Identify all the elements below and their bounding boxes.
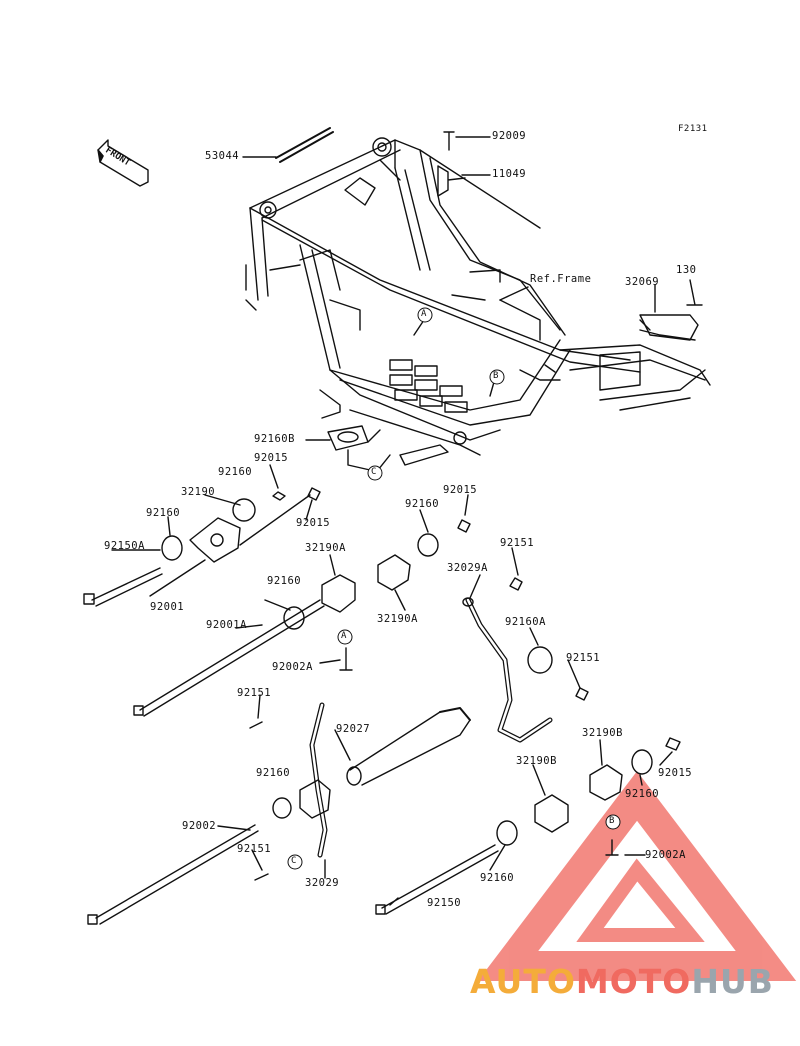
part-label: 32190 [181,486,216,498]
part-label: 92160 [267,575,302,587]
part-label: 92015 [254,452,289,464]
part-label: 92027 [336,723,371,735]
part-label: 92150A [104,540,145,552]
callout-b-icon [605,814,621,830]
part-label: 92160 [405,498,440,510]
part-label: 92160 [146,507,181,519]
part-label: 32029 [305,877,340,889]
part-label: 92160 [480,872,515,884]
frame-drawing [245,137,711,466]
callout-c-icon [367,465,383,481]
part-label: 92160 [625,788,660,800]
callout-a-icon [337,629,353,645]
part-label: 92001 [150,601,185,613]
ref-frame-label: Ref.Frame [530,273,592,285]
figure-code: F2131 [678,124,708,134]
part-label: 92151 [566,652,601,664]
part-label: 92001A [206,619,247,631]
front-arrow-icon [97,139,149,187]
part-label: 92009 [492,130,527,142]
part-label: 92015 [296,517,331,529]
part-label: 53044 [205,150,240,162]
part-label: 32190B [516,755,557,767]
part-label: 92160A [505,616,546,628]
callout-label: C [371,467,377,477]
part-label: 92151 [500,537,535,549]
part-label: 92002 [182,820,217,832]
bolt-92001 [149,559,206,597]
callout-label: B [493,371,499,381]
watermark-part: MOTO [575,962,692,1001]
callout-label: C [291,856,297,866]
part-label: 92160 [218,466,253,478]
part-label: 32190B [582,727,623,739]
part-label: 92015 [658,767,693,779]
part-label: 32190A [305,542,346,554]
part-label: 11049 [492,168,527,180]
part-label: 92160 [256,767,291,779]
part-label: 92151 [237,687,272,699]
part-label: 92150 [427,897,462,909]
part-label: 32190A [377,613,418,625]
part-label: 32069 [625,276,660,288]
part-label: 92002A [272,661,313,673]
watermark-part: HUB [691,962,774,1001]
watermark-logo-icon [477,771,797,981]
part-label: 32029A [447,562,488,574]
callout-label: A [341,631,347,641]
callout-a-icon [417,307,433,323]
callout-c-icon [287,854,303,870]
part-label: 130 [676,264,697,276]
callout-b-icon [489,369,505,385]
mount-32190 [189,517,241,563]
watermark-part: AUTO [470,962,576,1001]
part-label: 92015 [443,484,478,496]
part-label: 92160B [254,433,295,445]
callout-label: B [609,816,615,826]
callout-label: A [421,309,427,319]
watermark-text: AUTOMOTOHUB [470,962,774,1001]
part-label: 92151 [237,843,272,855]
part-label: 92002A [645,849,686,861]
